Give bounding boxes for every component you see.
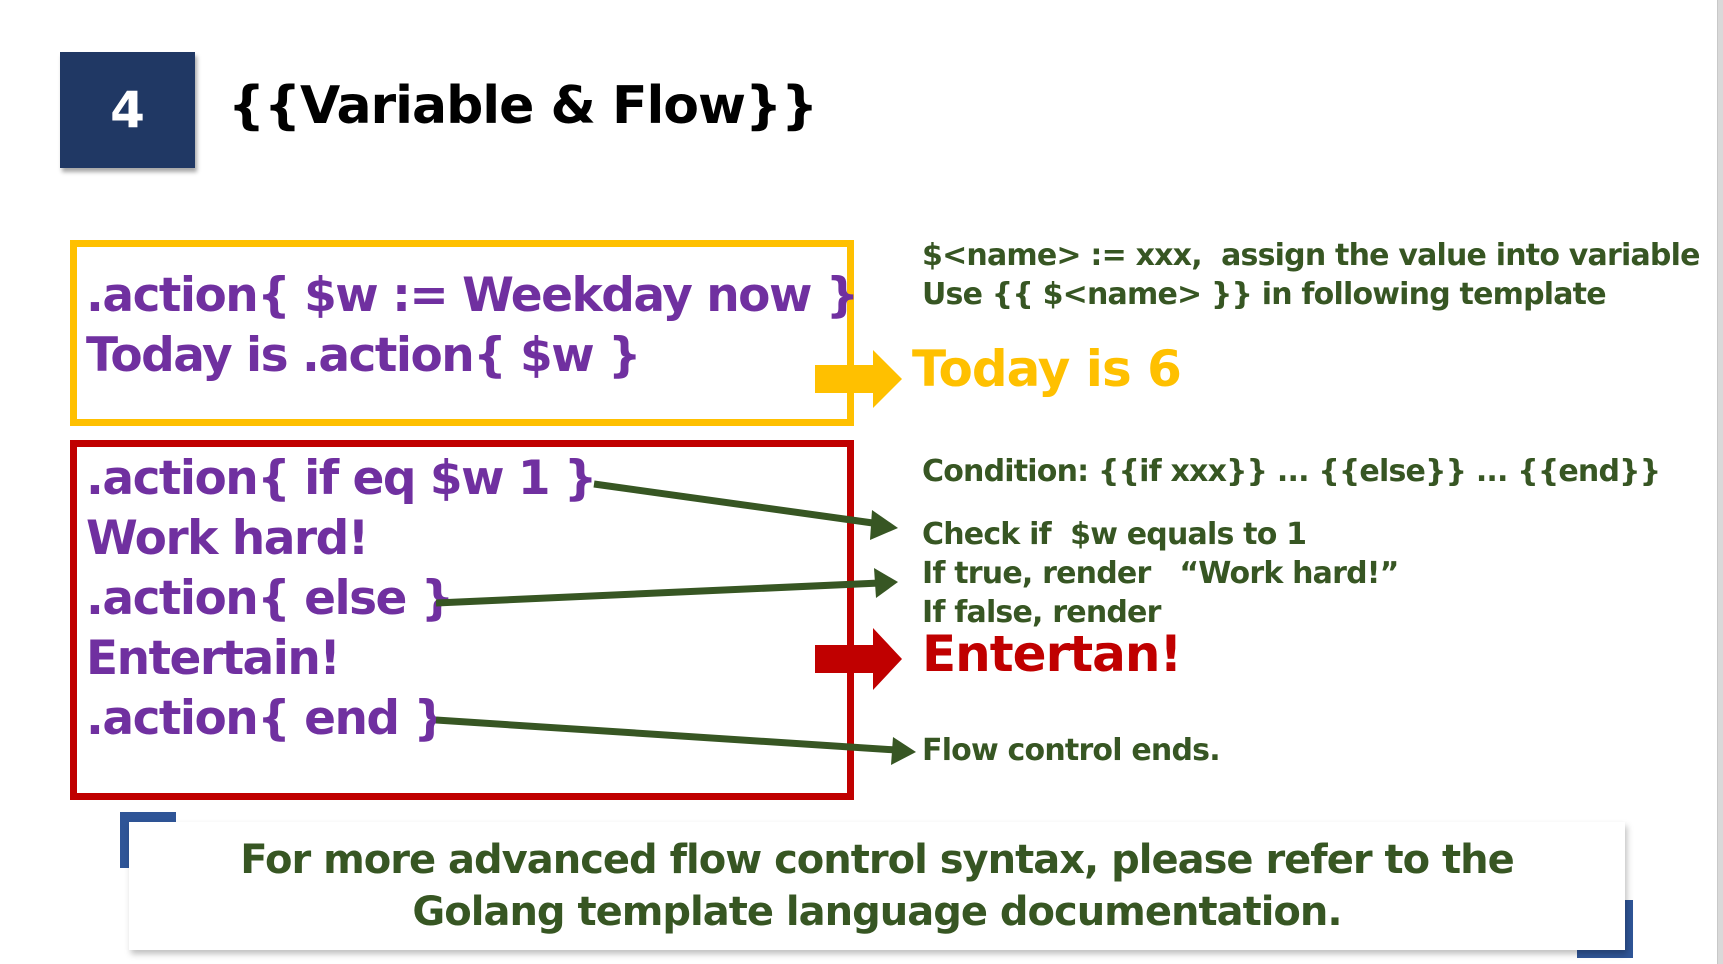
check-note-true: If true, render “Work hard!” bbox=[922, 556, 1399, 591]
documentation-callout: For more advanced flow control syntax, p… bbox=[129, 822, 1625, 950]
variable-code-line-2: Today is .action{ $w } bbox=[86, 328, 642, 383]
check-note-false: If false, render bbox=[922, 595, 1161, 630]
flow-code-line-work-hard: Work hard! bbox=[86, 511, 369, 566]
callout-line-1: For more advanced flow control syntax, p… bbox=[240, 837, 1514, 883]
flow-result: Entertan! bbox=[922, 625, 1182, 683]
section-number-badge: 4 bbox=[60, 52, 195, 168]
else-arrow-line bbox=[435, 579, 881, 607]
yellow-result-arrow-icon bbox=[815, 350, 902, 408]
callout-corner-bottom-right bbox=[1577, 900, 1633, 958]
red-result-arrow-icon bbox=[815, 628, 902, 690]
flow-code-box bbox=[70, 440, 854, 800]
slide-edge-scrollbar bbox=[1717, 0, 1723, 964]
end-note: Flow control ends. bbox=[922, 733, 1221, 768]
section-number: 4 bbox=[110, 81, 145, 139]
end-arrow-head-icon bbox=[891, 737, 916, 765]
variable-code-line-1: .action{ $w := Weekday now } bbox=[86, 268, 859, 323]
callout-corner-top-left bbox=[120, 812, 176, 868]
variable-result: Today is 6 bbox=[912, 340, 1182, 398]
else-arrow-head-icon bbox=[874, 568, 898, 598]
if-arrow-head-icon bbox=[870, 510, 898, 540]
flow-code-line-if: .action{ if eq $w 1 } bbox=[86, 451, 597, 506]
condition-note: Condition: {{if xxx}} ... {{else}} ... {… bbox=[922, 454, 1661, 489]
flow-code-line-else: .action{ else } bbox=[86, 571, 454, 626]
variable-note-assign: $<name> := xxx, assign the value into va… bbox=[922, 238, 1700, 273]
variable-code-box bbox=[70, 240, 854, 426]
callout-line-2: Golang template language documentation. bbox=[412, 889, 1342, 935]
end-arrow-line bbox=[435, 716, 897, 754]
if-arrow-line bbox=[593, 480, 881, 528]
check-note-equals: Check if $w equals to 1 bbox=[922, 517, 1307, 552]
flow-code-line-entertain: Entertain! bbox=[86, 631, 341, 686]
variable-note-use: Use {{ $<name> }} in following template bbox=[922, 277, 1607, 312]
slide-title: {{Variable & Flow}} bbox=[228, 76, 818, 136]
